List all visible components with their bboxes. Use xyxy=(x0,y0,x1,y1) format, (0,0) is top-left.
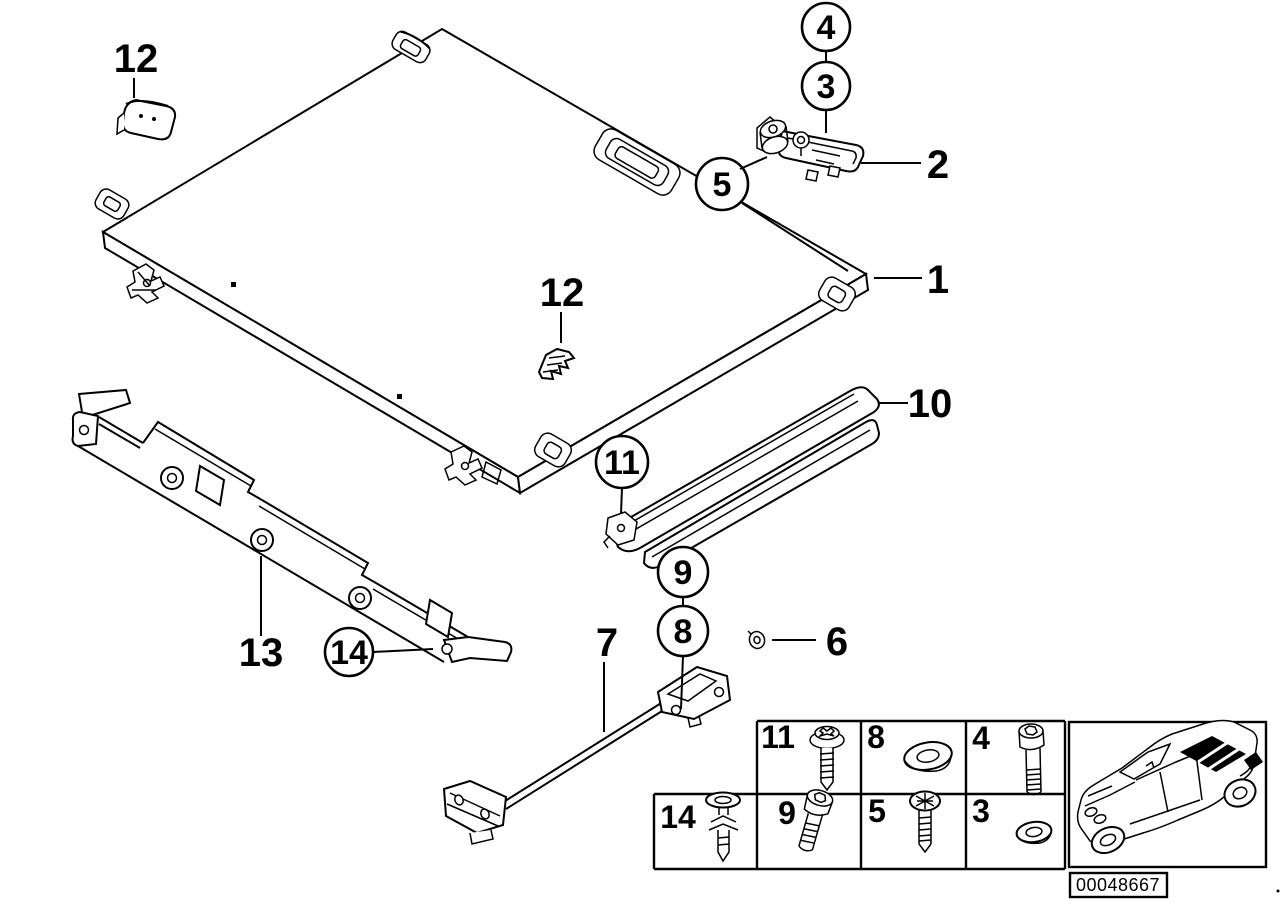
panel-hinge-cluster-bottom xyxy=(444,445,502,486)
phillips-screw-icon xyxy=(909,790,941,854)
panel-top-face xyxy=(101,27,868,479)
car-outline xyxy=(1076,719,1263,855)
legend-num-9: 9 xyxy=(778,795,796,831)
callout-label: 1 xyxy=(927,258,949,302)
flat-washer-icon xyxy=(903,741,953,773)
tension-rod xyxy=(442,699,671,845)
callout-label: 6 xyxy=(826,620,848,664)
callout-label: 11 xyxy=(604,444,640,482)
callout-14: 14 xyxy=(323,626,434,678)
callout-label: 10 xyxy=(908,382,953,426)
callout-label: 4 xyxy=(817,9,836,47)
artifact-dot xyxy=(1276,889,1280,893)
legend-num-4: 4 xyxy=(972,720,990,756)
leader-line xyxy=(620,487,623,515)
image-number-plate: 00048667 xyxy=(1068,871,1280,899)
panel-bottom-ring-tab xyxy=(533,432,573,468)
mounting-bracket xyxy=(71,388,513,664)
roller-cover-rail xyxy=(603,386,881,569)
lock-assembly xyxy=(756,116,865,182)
legend-num-8: 8 xyxy=(867,719,885,755)
callout-label: 3 xyxy=(817,68,836,106)
callout-label: 7 xyxy=(596,621,618,665)
panel-handle-recess xyxy=(593,128,681,196)
grommet xyxy=(747,630,766,650)
callout-label: 12 xyxy=(540,271,585,315)
bracket-fin-1 xyxy=(194,464,226,507)
callout-label: 5 xyxy=(713,166,732,204)
callout-11: 11 xyxy=(594,434,650,515)
expansion-rivet-icon xyxy=(705,791,741,863)
roof-bars xyxy=(1191,739,1243,774)
fastener-legend: 11 8 4 14 xyxy=(652,719,1067,871)
legend-num-14: 14 xyxy=(660,799,696,835)
torx-screw-icon xyxy=(809,725,845,792)
legend-num-3: 3 xyxy=(972,793,990,829)
callout-8: 8 xyxy=(656,604,710,710)
bracket-end-foot xyxy=(442,635,513,664)
leader-line xyxy=(372,648,434,653)
pivot-bracket xyxy=(656,665,732,728)
image-number: 00048667 xyxy=(1076,875,1160,895)
socket-head-screw-long-icon xyxy=(1018,723,1045,796)
callout-12-top: 12 xyxy=(114,37,159,98)
cover-cap-12-top xyxy=(116,98,177,141)
leader-line xyxy=(739,156,768,170)
callout-label: 14 xyxy=(330,634,368,672)
leader-line-2 xyxy=(741,202,849,272)
callout-4: 4 xyxy=(800,1,852,62)
callout-label: 8 xyxy=(674,613,693,651)
legend-num-11: 11 xyxy=(761,719,795,755)
leader-line xyxy=(680,655,684,710)
cargo-floor-panel xyxy=(94,27,870,495)
callout-6: 6 xyxy=(772,620,848,664)
callout-label: 12 xyxy=(114,37,159,81)
vehicle-thumbnail xyxy=(1067,719,1268,869)
callout-9: 9 xyxy=(656,545,710,606)
bracket-lugs xyxy=(160,466,372,610)
small-washer-icon xyxy=(1015,820,1053,845)
panel-top-hook-tab xyxy=(391,30,431,64)
image-number-box xyxy=(1068,871,1169,899)
socket-head-screw-short-icon xyxy=(798,789,834,852)
panel-right-ring-tab xyxy=(817,276,857,312)
legend-num-5: 5 xyxy=(868,793,886,829)
callout-3: 3 xyxy=(800,60,852,133)
callout-10: 10 xyxy=(878,382,952,426)
callout-5: 5 xyxy=(694,156,849,272)
callout-12-mid: 12 xyxy=(540,271,585,343)
panel-hinge-cluster-left xyxy=(126,263,165,304)
panel-mount-dot-2 xyxy=(397,394,402,399)
vehicle-thumbnail-frame xyxy=(1067,720,1268,869)
cargo-area-shading xyxy=(1180,736,1246,772)
callout-1: 1 xyxy=(874,258,949,302)
rod-end-bracket-left xyxy=(442,779,508,835)
callout-7: 7 xyxy=(596,621,618,732)
bracket-fin-2 xyxy=(424,598,454,639)
callout-label: 13 xyxy=(239,631,284,675)
callout-2: 2 xyxy=(861,143,949,187)
callout-label: 9 xyxy=(674,554,693,592)
panel-mount-dot-1 xyxy=(231,282,236,287)
callout-13: 13 xyxy=(239,556,284,675)
retainer-clip-12-mid xyxy=(537,347,576,381)
panel-edge-thickness-right xyxy=(516,272,870,495)
callout-label: 2 xyxy=(927,143,949,187)
panel-left-ring-tab xyxy=(94,188,130,220)
